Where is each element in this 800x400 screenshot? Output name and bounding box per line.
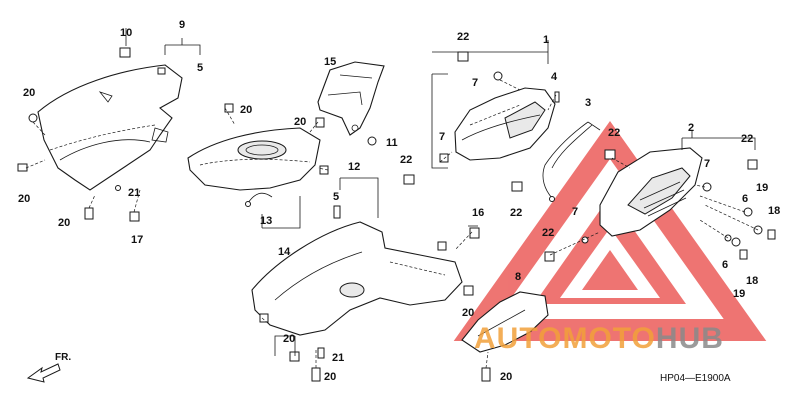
part-14-tank-cover <box>187 127 321 191</box>
callout-18: 18 <box>746 275 758 287</box>
part-9-upper-cowl <box>37 64 183 191</box>
watermark-text: AUTOMOTOHUB <box>474 322 724 355</box>
callout-6: 6 <box>722 259 728 271</box>
callout-20: 20 <box>324 371 336 383</box>
front-direction-arrow: FR. <box>26 352 71 383</box>
part-13-rod <box>245 192 273 207</box>
callout-4: 4 <box>551 71 558 83</box>
callout-7: 7 <box>439 131 445 143</box>
callout-7: 7 <box>572 206 578 218</box>
callout-6: 6 <box>742 193 748 205</box>
callout-2: 2 <box>688 122 694 134</box>
part-1-side-panel <box>454 87 556 161</box>
callout-20: 20 <box>58 217 70 229</box>
svg-text:AUTOMOTOHUB: AUTOMOTOHUB <box>474 322 724 355</box>
part-15-bracket <box>317 61 385 136</box>
callout-21: 21 <box>128 187 140 199</box>
callout-3: 3 <box>585 97 591 109</box>
callout-20: 20 <box>18 193 30 205</box>
callout-20: 20 <box>283 333 295 345</box>
front-label: FR. <box>55 352 71 363</box>
callout-21: 21 <box>332 352 344 364</box>
callout-19: 19 <box>733 288 745 300</box>
callout-18: 18 <box>768 205 780 217</box>
watermark-brand-a: AUTOMOTO <box>474 322 656 355</box>
part-3-wire-harness <box>542 121 601 202</box>
callout-13: 13 <box>260 215 272 227</box>
callout-11: 11 <box>386 137 398 149</box>
callout-1: 1 <box>543 34 549 46</box>
watermark-brand-b: HUB <box>656 322 724 355</box>
callout-17: 17 <box>131 234 143 246</box>
callout-16: 16 <box>472 207 484 219</box>
callout-7: 7 <box>704 158 710 170</box>
callout-22: 22 <box>457 31 469 43</box>
callout-5: 5 <box>197 62 203 74</box>
leader-lines <box>25 28 759 369</box>
callout-22: 22 <box>542 227 554 239</box>
callout-labels: 9 10 5 20 20 20 20 20 21 17 15 11 12 5 1… <box>18 19 780 383</box>
callout-5: 5 <box>333 191 339 203</box>
callout-14: 14 <box>278 246 291 258</box>
callout-22: 22 <box>741 133 753 145</box>
callout-7: 7 <box>472 77 478 89</box>
part-2-side-panel <box>599 147 703 237</box>
callout-20: 20 <box>500 371 512 383</box>
diagram-reference-code: HP04—E1900A <box>660 373 731 384</box>
callout-20: 20 <box>23 87 35 99</box>
callout-9: 9 <box>179 19 185 31</box>
callout-10: 10 <box>120 27 132 39</box>
callout-12: 12 <box>348 161 360 173</box>
callout-15: 15 <box>324 56 336 68</box>
callout-22: 22 <box>510 207 522 219</box>
callout-20: 20 <box>240 104 252 116</box>
part-12-main-cover <box>251 221 463 336</box>
part-8-lower-cover <box>461 291 549 353</box>
watermark-logo <box>453 121 767 341</box>
callout-19: 19 <box>756 182 768 194</box>
callout-20: 20 <box>294 116 306 128</box>
callout-20: 20 <box>462 307 474 319</box>
callout-22: 22 <box>608 127 620 139</box>
callout-8: 8 <box>515 271 521 283</box>
callout-22: 22 <box>400 154 412 166</box>
